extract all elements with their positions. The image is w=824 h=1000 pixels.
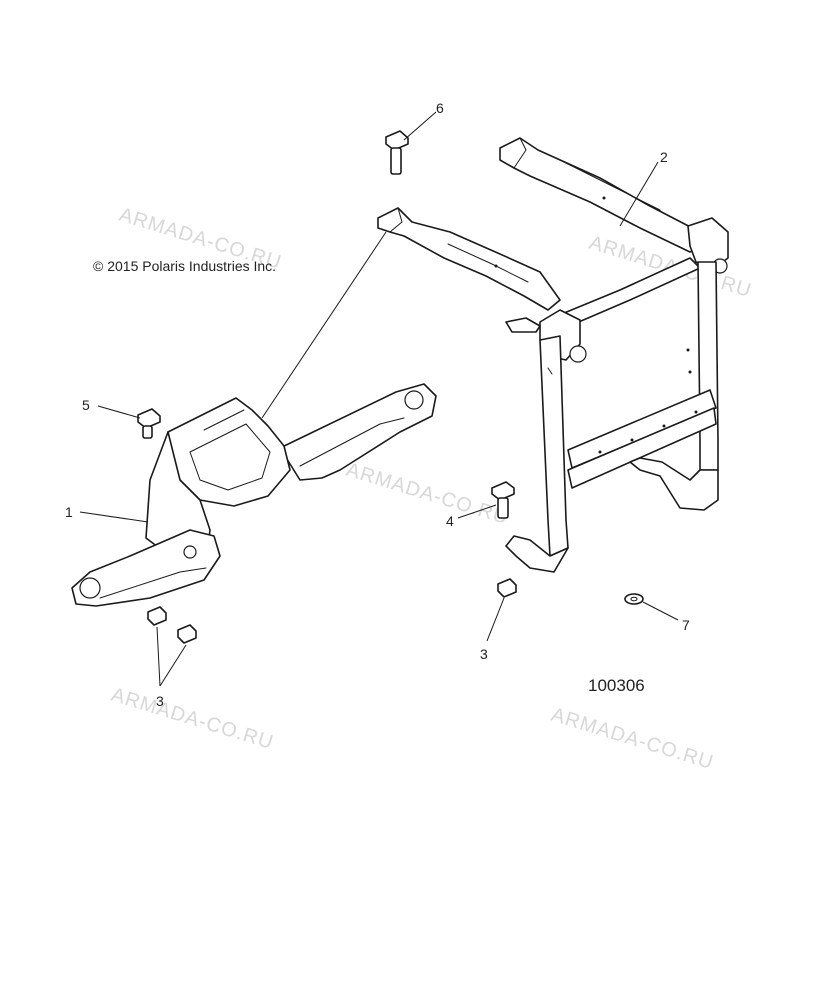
watermark: ARMADA-CO.RU	[109, 684, 277, 754]
drawing-number: 100306	[588, 676, 645, 695]
callout-4: 4	[446, 513, 454, 529]
part-4-bolt	[491, 481, 515, 519]
callout-1: 1	[65, 504, 73, 520]
part-5-bolt	[137, 408, 161, 439]
part-7-washer	[624, 593, 644, 605]
part-6-bolt	[385, 130, 409, 175]
callout-7: 7	[682, 617, 690, 633]
watermark: ARMADA-CO.RU	[549, 704, 717, 774]
callout-5: 5	[82, 397, 90, 413]
leader-lines	[79, 111, 679, 687]
part-3-nut	[497, 578, 517, 598]
part-3-nut	[177, 624, 197, 644]
copyright-text: © 2015 Polaris Industries Inc.	[93, 258, 276, 274]
part-1-mount-bracket	[71, 383, 437, 607]
part-3-nut	[147, 606, 167, 626]
callout-3-right: 3	[480, 646, 488, 662]
callout-3-left: 3	[156, 693, 164, 709]
part-2-tubular-frame	[377, 137, 729, 573]
callout-2: 2	[660, 149, 668, 165]
watermark: ARMADA-CO.RU	[344, 459, 512, 529]
callout-6: 6	[436, 100, 444, 116]
